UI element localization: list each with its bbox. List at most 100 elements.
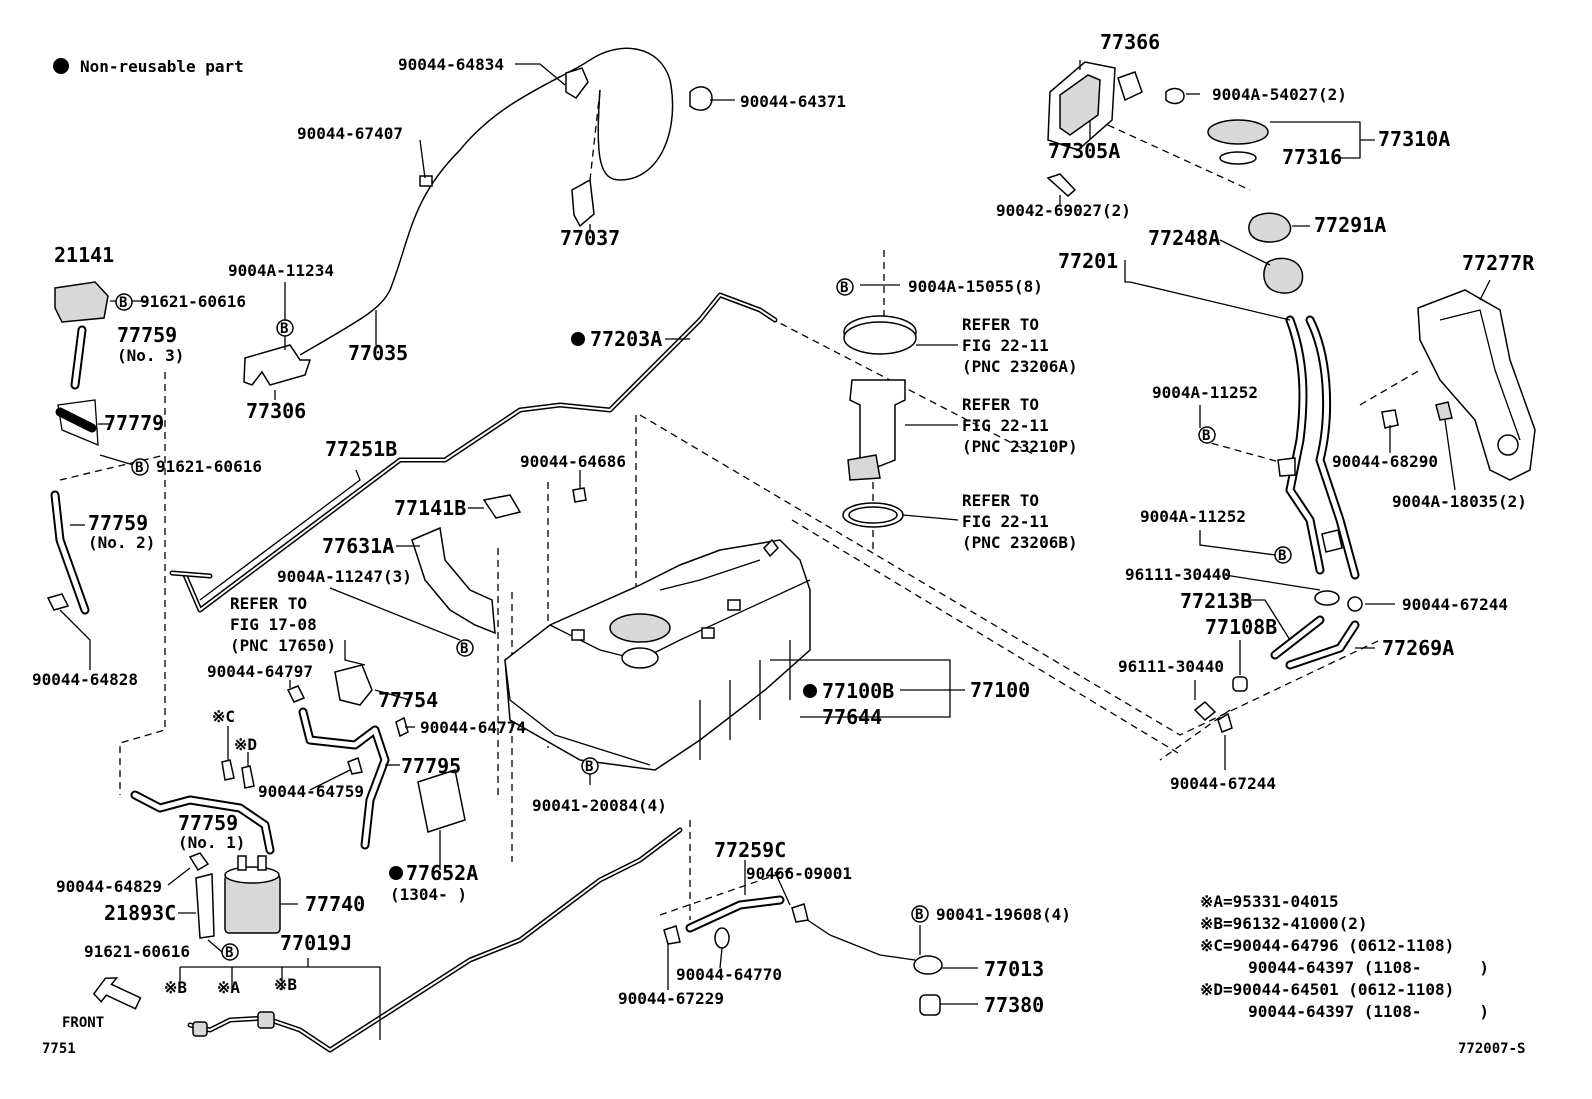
label-refer-23210P-line3: (PNC 23210P) (962, 437, 1078, 456)
fuel-tank (504, 538, 811, 771)
label-77037: 77037 (560, 226, 620, 250)
label-mark-d: ※D (234, 735, 257, 754)
label-90044-67407: 90044-67407 (297, 124, 403, 143)
vent-valve-group (46, 281, 109, 615)
note-line: ※C=90044-64796 (0612-1108) (1200, 936, 1454, 955)
label-21893C: 21893C (104, 901, 176, 925)
label-refer-17-08-line3: (PNC 17650) (230, 636, 336, 655)
label-77291A: 77291A (1314, 213, 1386, 237)
bolt-b-marker: B (1274, 546, 1292, 564)
label-no1: (No. 1) (178, 833, 245, 852)
label-77366: 77366 (1100, 30, 1160, 54)
svg-text:B: B (585, 759, 593, 775)
label-77100: 77100 (970, 678, 1030, 702)
label-77644: 77644 (822, 705, 882, 729)
front-arrow-icon (92, 977, 142, 1010)
label-refer-23206B-line1: REFER TO (962, 491, 1039, 510)
breather-group (663, 895, 943, 1016)
non-reusable-dot (389, 866, 403, 880)
label-mark-b1: ※B (164, 978, 187, 997)
label-90044-64828: 90044-64828 (32, 670, 138, 689)
label-mark-b2: ※B (274, 975, 297, 994)
label-77035: 77035 (348, 341, 408, 365)
leader-lines (59, 60, 1491, 1040)
fuel-tubes (169, 292, 778, 613)
label-77305A: 77305A (1048, 139, 1120, 163)
label-77740: 77740 (305, 892, 365, 916)
label-91621-60616-a: 91621-60616 (140, 292, 246, 311)
svg-text:B: B (840, 280, 848, 296)
label-90044-64829: 90044-64829 (56, 877, 162, 896)
label-77203A: 77203A (590, 327, 662, 351)
bolt-b-marker: B (115, 293, 133, 311)
label-refer-17-08-line1: REFER TO (230, 594, 307, 613)
label-mark-a: ※A (217, 978, 240, 997)
label-90042-69027: 90042-69027(2) (996, 201, 1131, 220)
label-77259C: 77259C (714, 838, 786, 862)
bolt-b-marker: B (456, 639, 474, 657)
non-reusable-dots (389, 332, 817, 880)
bolt-b-marker: B (1198, 426, 1216, 444)
label-90044-64759: 90044-64759 (258, 782, 364, 801)
bottom-fuel-tube (187, 827, 683, 1053)
bolt-b-marker: B (911, 905, 929, 923)
label-90044-64770: 90044-64770 (676, 965, 782, 984)
note-line: ※B=96132-41000(2) (1200, 914, 1368, 933)
note-line: ※A=95331-04015 (1200, 892, 1339, 911)
svg-text:B: B (119, 295, 127, 311)
label-9004A-11247: 9004A-11247(3) (277, 567, 412, 586)
non-reusable-marker-icon (53, 58, 69, 74)
legend: Non-reusable part (53, 57, 244, 76)
label-96111-30440-a: 96111-30440 (1125, 565, 1231, 584)
label-9004A-11234: 9004A-11234 (228, 261, 334, 280)
label-77754: 77754 (378, 688, 438, 712)
label-77779: 77779 (104, 411, 164, 435)
svg-text:B: B (225, 945, 233, 961)
label-77269A: 77269A (1382, 636, 1454, 660)
label-9004A-18035: 9004A-18035(2) (1392, 492, 1527, 511)
bolt-markers: B B B B B B B B B B (115, 278, 1292, 961)
note-line: 90044-64397 (1108- ) (1200, 958, 1489, 977)
label-90044-67244-b: 90044-67244 (1170, 774, 1276, 793)
bolt-b-marker: B (221, 943, 239, 961)
label-90044-64797: 90044-64797 (207, 662, 313, 681)
label-21141: 21141 (54, 243, 114, 267)
label-77795: 77795 (401, 754, 461, 778)
label-90044-64686: 90044-64686 (520, 452, 626, 471)
label-77141B: 77141B (394, 496, 466, 520)
svg-text:B: B (1202, 428, 1210, 444)
canister-group (130, 664, 466, 939)
note-line: ※D=90044-64501 (0612-1108) (1200, 980, 1454, 999)
svg-text:B: B (135, 460, 143, 476)
label-mark-c: ※C (212, 707, 235, 726)
label-refer-23206B-line2: FIG 22-11 (962, 512, 1049, 531)
label-77201: 77201 (1058, 249, 1118, 273)
filler-neck-group (1046, 61, 1536, 733)
label-77380: 77380 (984, 993, 1044, 1017)
label-77631A: 77631A (322, 534, 394, 558)
label-77306: 77306 (246, 399, 306, 423)
label-90044-67229: 90044-67229 (618, 989, 724, 1008)
non-reusable-dot (571, 332, 585, 346)
label-77100B: 77100B (822, 679, 894, 703)
label-90044-68290: 90044-68290 (1332, 452, 1438, 471)
bolt-b-marker: B (131, 458, 149, 476)
label-no2: (No. 2) (88, 533, 155, 552)
label-77108B: 77108B (1205, 615, 1277, 639)
label-refer-23210P-line2: FIG 22-11 (962, 416, 1049, 435)
label-77759-no2: 77759 (88, 511, 148, 535)
label-refer-23206A-line2: FIG 22-11 (962, 336, 1049, 355)
label-90044-64834: 90044-64834 (398, 55, 504, 74)
label-refer-23206A-line3: (PNC 23206A) (962, 357, 1078, 376)
label-77019J: 77019J (280, 931, 352, 955)
diagram-code: 772007-S (1458, 1041, 1525, 1057)
label-refer-23206A-line1: REFER TO (962, 315, 1039, 334)
label-77652A: 77652A (406, 861, 478, 885)
bolt-b-marker: B (276, 319, 294, 337)
label-code-left: 7751 (42, 1041, 76, 1057)
label-90041-19608: 90041-19608(4) (936, 905, 1071, 924)
label-90044-67244-a: 90044-67244 (1402, 595, 1508, 614)
tank-brackets (411, 487, 587, 635)
label-77251B: 77251B (325, 437, 397, 461)
